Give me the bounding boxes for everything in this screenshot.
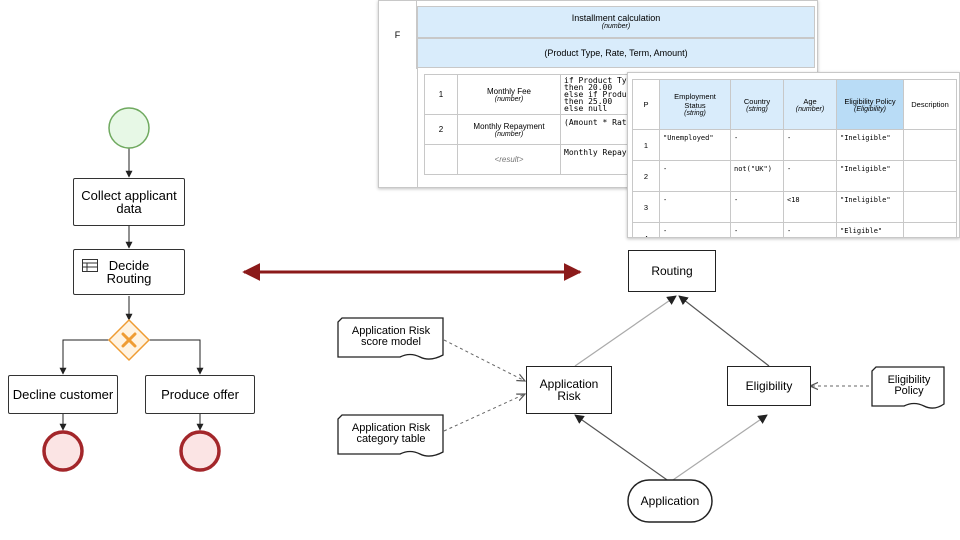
table-cell[interactable]: - [730,222,784,237]
table-cell[interactable]: "Unemployed" [659,129,731,161]
table-cell[interactable]: - [783,160,837,192]
entry-name: Monthly Fee [486,86,532,96]
column-name: Description [911,100,949,109]
input-data-application[interactable]: Application [628,480,712,522]
decision-application-risk[interactable]: Application Risk [526,366,612,414]
column-name: Employment Status [674,92,716,110]
row-number [424,144,458,175]
decision-routing-label: Routing [651,264,693,278]
risk-score-model-label: Application Risk score model [351,325,431,348]
column-header[interactable]: Country (string) [730,79,784,130]
function-name-header[interactable]: Installment calculation (number) [417,6,815,38]
table-cell[interactable]: - [659,222,731,237]
rule-number: 3 [632,191,660,223]
table-cell[interactable]: "Ineligible" [836,129,904,161]
table-cell[interactable]: "Ineligible" [836,191,904,223]
exclusive-gateway[interactable] [107,318,151,362]
column-name: Age [803,96,817,106]
end-event-decline[interactable] [42,430,84,472]
column-type: (string) [684,110,706,117]
knowledge-source-eligibility-policy[interactable]: Eligibility Policy [872,369,946,403]
entry-type: (number) [494,95,524,103]
hit-policy[interactable]: P [632,79,660,130]
task-decide-routing[interactable]: Decide Routing [73,249,185,295]
column-header[interactable]: Age (number) [783,79,837,130]
table-cell[interactable]: <18 [783,191,837,223]
function-type: (number) [601,23,631,30]
input-data-application-label: Application [640,494,700,508]
decision-table: P Employment Status (string) Country (st… [632,79,957,237]
annotation-column-header[interactable]: Description [903,79,957,130]
table-cell[interactable] [903,129,957,161]
table-cell[interactable] [903,191,957,223]
table-cell[interactable]: "Ineligible" [836,160,904,192]
table-cell[interactable] [903,222,957,237]
function-body-divider [417,68,418,187]
table-cell[interactable]: - [783,129,837,161]
decision-eligibility-label: Eligibility [745,379,793,393]
context-result-name[interactable]: <result> [457,144,561,175]
function-params-header[interactable]: (Product Type, Rate, Term, Amount) [417,38,815,68]
knowledge-source-shapes [337,317,945,457]
table-row: 1 Monthly Fee (number) if Product Typ th… [424,74,688,115]
task-produce-offer[interactable]: Produce offer [145,375,255,414]
table-row: 3 - - <18 "Ineligible" [632,191,957,223]
table-row: 2 - not("UK") - "Ineligible" [632,160,957,192]
decision-application-risk-label: Application Risk [539,377,599,403]
table-row: 4 - - - "Eligible" [632,222,957,237]
output-column-header[interactable]: Eligibility Policy (Eligibility) [836,79,904,130]
entry-name: Monthly Repayment [473,121,545,131]
knowledge-source-risk-score-model[interactable]: Application Risk score model [338,320,444,354]
row-number: 2 [424,114,458,145]
decision-table-panel: P Employment Status (string) Country (st… [627,72,960,238]
context-entry-name[interactable]: Monthly Fee (number) [457,74,561,115]
dmn-requirements [443,295,869,483]
entry-type: (number) [494,130,524,138]
column-header[interactable]: Employment Status (string) [659,79,731,130]
task-decline-customer[interactable]: Decline customer [8,375,118,414]
table-cell[interactable] [903,160,957,192]
table-header-row: P Employment Status (string) Country (st… [632,79,957,130]
expression-text: (Amount * Rate [564,118,632,127]
end-event-offer[interactable] [179,430,221,472]
expression-text: Monthly Repaym [564,148,632,157]
rule-number: 1 [632,129,660,161]
column-name: Country [743,96,771,106]
task-decide-label: Decide Routing [106,258,152,286]
row-number: 1 [424,74,458,115]
function-kind: F [379,1,417,69]
start-event[interactable] [108,107,150,149]
table-icon [82,259,98,274]
input-data-application-shape [627,479,713,523]
rule-number: 2 [632,160,660,192]
table-cell[interactable]: - [730,129,784,161]
table-cell[interactable]: - [783,222,837,237]
eligibility-policy-label: Eligibility Policy [887,374,931,397]
task-decline-label: Decline customer [12,387,114,402]
function-name: Installment calculation [571,13,661,23]
risk-category-table-label: Application Risk category table [351,422,431,445]
table-row: 1 "Unemployed" - - "Ineligible" [632,129,957,161]
expression-text: if Product Typ then 20.00 else if Produc… [564,76,632,113]
task-collect-label: Collect applicant data [81,188,177,216]
knowledge-source-risk-category-table[interactable]: Application Risk category table [338,417,444,451]
column-name: Eligibility Policy [844,96,896,106]
column-type: (Eligibility) [854,105,886,113]
column-type: (string) [746,105,768,113]
rule-number: 4 [632,222,660,237]
decision-eligibility[interactable]: Eligibility [727,366,811,406]
table-cell[interactable]: "Eligible" [836,222,904,237]
table-cell[interactable]: - [730,191,784,223]
task-offer-label: Produce offer [161,387,239,402]
function-params: (Product Type, Rate, Term, Amount) [544,48,688,58]
task-collect-applicant-data[interactable]: Collect applicant data [73,178,185,226]
bpmn-flows [59,148,204,431]
table-cell[interactable]: not("UK") [730,160,784,192]
decision-routing[interactable]: Routing [628,250,716,292]
column-type: (number) [795,105,825,113]
table-cell[interactable]: - [659,160,731,192]
table-cell[interactable]: - [659,191,731,223]
context-entry-name[interactable]: Monthly Repayment (number) [457,114,561,145]
